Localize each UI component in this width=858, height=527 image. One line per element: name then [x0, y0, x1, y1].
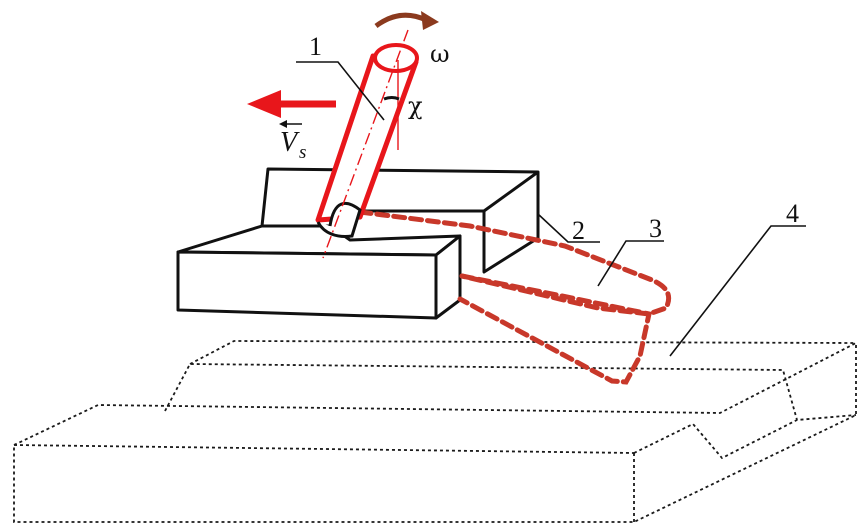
feed-arrow — [247, 90, 336, 118]
tool — [315, 29, 419, 259]
label-workpiece: 2 — [572, 216, 585, 245]
tool-shoulder — [316, 201, 362, 238]
front-block-front — [176, 250, 438, 320]
leader-4 — [669, 225, 806, 357]
weld-plate-back-surface — [189, 340, 857, 365]
label-tool: 1 — [309, 32, 322, 61]
leader-lines — [296, 61, 806, 357]
flow-upper — [357, 209, 672, 317]
tool-top — [373, 43, 419, 73]
feed-arrowhead — [247, 90, 281, 118]
vector-bar-head — [279, 120, 287, 128]
tool-axis — [322, 29, 409, 259]
material-flow — [357, 209, 672, 385]
rear-block-edge — [483, 170, 539, 213]
leader-2 — [537, 213, 600, 243]
label-material-flow: 3 — [649, 214, 662, 243]
velocity-symbol: V — [280, 127, 300, 158]
velocity-subscript: s — [299, 142, 306, 163]
rotation-arc — [374, 12, 428, 29]
flow-lower — [457, 273, 652, 385]
weld-plate-front-edge — [13, 444, 635, 454]
weld-plate-groove — [633, 414, 857, 460]
tilt-angle-arc — [383, 96, 400, 101]
chi-symbol: χ — [408, 92, 423, 120]
label-weld-seam: 4 — [786, 199, 799, 228]
leader-1 — [296, 61, 385, 121]
weld-plate — [13, 340, 857, 523]
rotation-arrow — [374, 11, 439, 30]
weld-plate-outline — [13, 341, 857, 523]
leader-3 — [597, 240, 664, 287]
rotation-arrowhead — [421, 11, 439, 30]
feed-velocity-label: V s — [279, 120, 306, 163]
front-block-top — [176, 224, 462, 257]
omega-symbol: ω — [430, 40, 450, 68]
weld-plate-raised-step — [164, 363, 798, 421]
